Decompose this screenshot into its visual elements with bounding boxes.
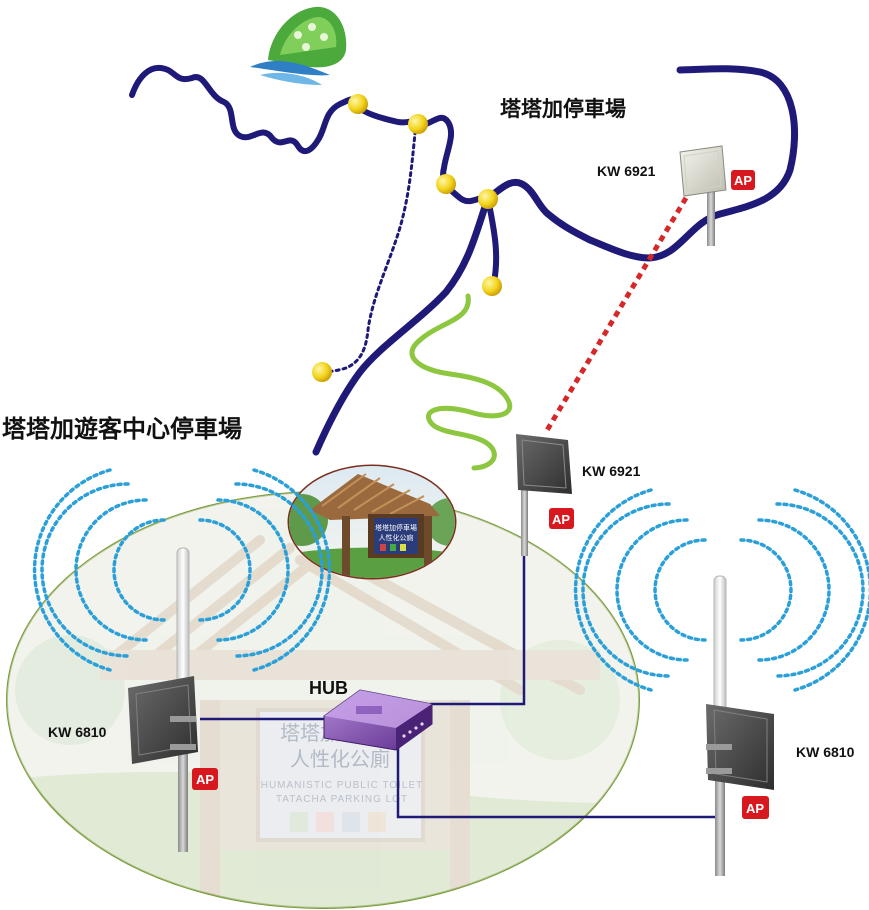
points-of-interest — [312, 94, 502, 382]
hub-device-icon — [323, 689, 433, 751]
ethernet-cables — [200, 552, 718, 819]
mountain-logo-icon — [250, 6, 347, 85]
antenna-pole — [521, 470, 528, 556]
left-ap-station: KW 6810 AP — [48, 547, 218, 852]
access-road — [312, 194, 492, 456]
svg-text:AP: AP — [196, 772, 214, 787]
ap-badge: AP — [731, 170, 755, 190]
panel-antenna-icon — [516, 434, 572, 494]
svg-text:AP: AP — [552, 512, 570, 527]
road-network — [129, 65, 798, 471]
poi-dot — [482, 276, 502, 296]
poi-dot — [348, 94, 368, 114]
antenna-pole — [178, 700, 188, 852]
ap-badge: AP — [549, 508, 574, 529]
ap-badge: AP — [192, 768, 218, 790]
kw6921-remote-label: KW 6921 — [597, 163, 656, 179]
ap-badge: AP — [742, 796, 769, 819]
poi-dot — [312, 362, 332, 382]
photo-sign-title-1: 塔塔加停車場 — [375, 523, 417, 532]
antenna-pole — [715, 736, 725, 876]
walking-trail — [320, 122, 418, 374]
cable-hub-to-center — [430, 552, 526, 706]
cable-hub-to-right — [396, 735, 718, 819]
antenna-pole — [707, 190, 715, 246]
hub-label: HUB — [309, 678, 348, 698]
center-ap-station: KW 6921 AP — [516, 434, 641, 556]
kw6810-left-label: KW 6810 — [48, 724, 107, 740]
main-road — [129, 65, 491, 205]
spur-road — [485, 195, 500, 285]
kw6921-local-label: KW 6921 — [582, 463, 641, 479]
wireless-bridge-link — [543, 196, 689, 434]
visitor-center-parking-label: 塔塔加遊客中心停車場 — [2, 415, 242, 443]
wifi-coverage-right — [573, 488, 869, 692]
faded-sign-english-2: TATACHA PARKING LOT — [276, 794, 408, 805]
main-road-east — [484, 65, 798, 262]
wifi-coverage-left — [32, 468, 332, 672]
poi-dot — [408, 114, 428, 134]
remote-panel-antenna: KW 6921 AP — [597, 145, 755, 246]
faded-sign-title-2: 人性化公廁 — [290, 747, 390, 771]
poi-dot — [478, 189, 498, 209]
panel-antenna-icon — [679, 145, 727, 197]
faded-sign-english-1: HUMANISTIC PUBLIC TOILET — [261, 780, 424, 791]
photo-sign-title-2: 人性化公廁 — [379, 533, 414, 542]
tataka-parking-label: 塔塔加停車場 — [500, 97, 626, 121]
poi-dot — [436, 174, 456, 194]
svg-text:AP: AP — [734, 173, 752, 188]
kw6810-right-label: KW 6810 — [796, 744, 855, 760]
right-ap-station: KW 6810 AP — [706, 575, 855, 876]
green-trail — [409, 293, 513, 471]
svg-text:AP: AP — [746, 801, 764, 816]
